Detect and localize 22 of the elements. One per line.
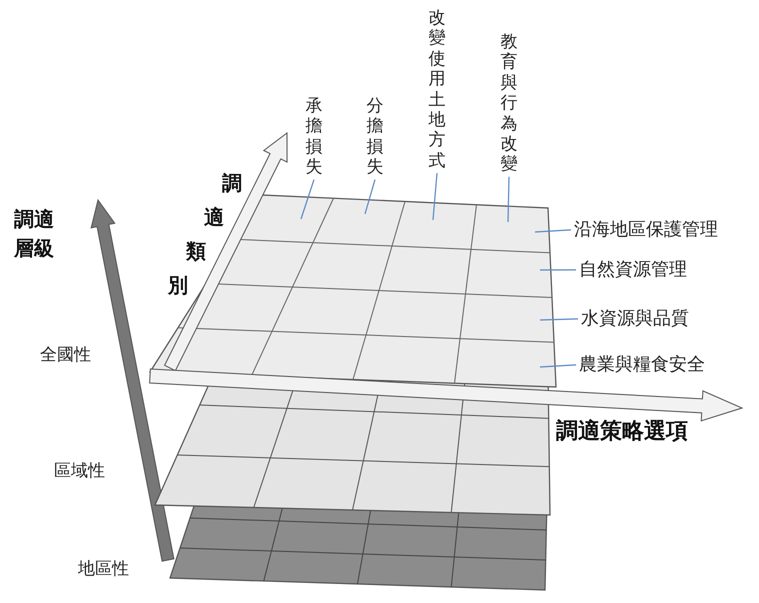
leader-line: [540, 318, 578, 321]
leader-line: [364, 179, 376, 214]
category-label: 農業與糧食安全: [579, 355, 705, 375]
leader-line: [534, 229, 572, 233]
level-label: 全國性: [40, 346, 91, 365]
category-label: 水資源與品質: [581, 309, 689, 329]
category-label: 承擔損失: [305, 96, 323, 178]
category-label: 沿海地區保護管理: [574, 220, 718, 240]
leader-line: [540, 269, 576, 271]
axis-title: 調適類別: [168, 172, 243, 298]
leader-line: [300, 179, 315, 220]
category-label: 教育與行為改變: [500, 32, 518, 175]
level-label: 區域性: [54, 462, 105, 481]
category-label: 自然資源管理: [579, 260, 687, 280]
category-label: 改變使用土地方式: [428, 8, 446, 172]
axis-title: 調適策略選項: [556, 420, 688, 444]
axis-title: 調適層級: [14, 206, 55, 262]
leader-line: [432, 173, 438, 220]
category-label: 分擔損失: [366, 96, 384, 178]
level-label: 地區性: [78, 560, 129, 579]
leader-line: [507, 176, 510, 222]
leader-line: [540, 364, 576, 368]
